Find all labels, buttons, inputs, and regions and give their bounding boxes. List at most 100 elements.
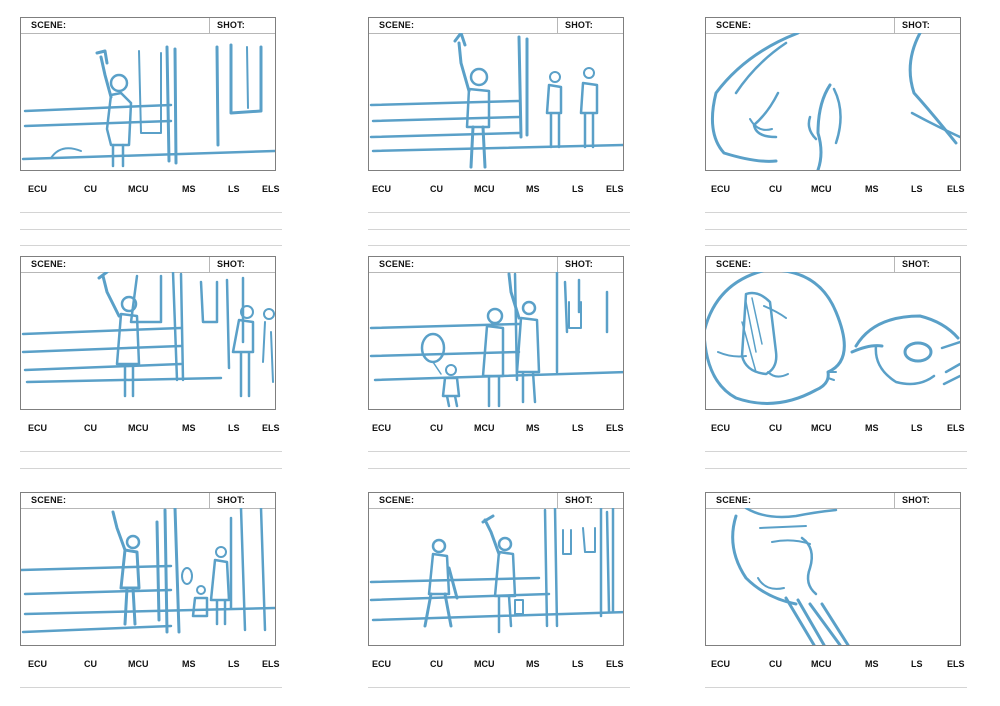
shot-size-row: ECU CU MCU MS LS ELS: [705, 184, 975, 198]
panel-header: SCENE: SHOT:: [706, 257, 960, 273]
shot-size-ecu: ECU: [28, 659, 48, 669]
sketch-head-turned-profile: [731, 508, 850, 645]
shot-label: SHOT:: [565, 495, 593, 505]
scene-label: SCENE:: [379, 20, 415, 30]
shot-size-ecu: ECU: [711, 184, 731, 194]
panel-header: SCENE: SHOT:: [21, 257, 275, 273]
shot-size-els: ELS: [606, 184, 624, 194]
shot-label: SHOT:: [217, 20, 245, 30]
header-divider: [894, 257, 895, 272]
scene-label: SCENE:: [716, 20, 752, 30]
shot-size-ms: MS: [526, 184, 540, 194]
shot-size-row: ECU CU MCU MS LS ELS: [368, 184, 638, 198]
notes-line: [368, 212, 630, 213]
shot-size-mcu: MCU: [474, 423, 495, 433]
header-divider: [209, 18, 210, 33]
shot-label: SHOT:: [902, 259, 930, 269]
scene-label: SCENE:: [31, 495, 67, 505]
shot-size-cu: CU: [84, 659, 97, 669]
shot-size-cu: CU: [430, 659, 443, 669]
shot-size-mcu: MCU: [474, 184, 495, 194]
notes-line: [368, 687, 630, 688]
shot-size-cu: CU: [430, 423, 443, 433]
scene-label: SCENE:: [31, 259, 67, 269]
panel-header: SCENE: SHOT:: [369, 18, 623, 34]
notes-line: [20, 212, 282, 213]
panel-header: SCENE: SHOT:: [706, 18, 960, 34]
sketch-two-figures-walking: [369, 508, 623, 634]
header-divider: [557, 257, 558, 272]
shot-size-ms: MS: [865, 423, 879, 433]
shot-size-ls: LS: [911, 659, 923, 669]
shot-size-ls: LS: [228, 423, 240, 433]
panel-frame: SCENE: SHOT:: [368, 492, 624, 646]
shot-size-row: ECU CU MCU MS LS ELS: [20, 423, 290, 437]
panel-header: SCENE: SHOT:: [369, 257, 623, 273]
shot-size-mcu: MCU: [128, 423, 149, 433]
panel-frame: SCENE: SHOT:: [705, 492, 961, 646]
shot-size-els: ELS: [947, 659, 965, 669]
sketch-man-waving-girl-and-child: [21, 508, 275, 634]
sketch-man-waving-at-window: [21, 43, 275, 168]
panel-header: SCENE: SHOT:: [21, 493, 275, 509]
sketch-man-waving-two-children: [369, 33, 623, 169]
shot-size-els: ELS: [262, 659, 280, 669]
notes-line: [705, 468, 967, 469]
shot-size-ecu: ECU: [372, 659, 392, 669]
shot-size-cu: CU: [769, 184, 782, 194]
shot-size-mcu: MCU: [811, 423, 832, 433]
shot-size-mcu: MCU: [128, 184, 149, 194]
shot-size-ms: MS: [865, 659, 879, 669]
shot-size-ms: MS: [526, 423, 540, 433]
sketch-man-at-window-girl-and-child: [21, 272, 275, 398]
panel-frame: SCENE: SHOT:: [705, 256, 961, 410]
notes-line: [20, 451, 282, 452]
scene-label: SCENE:: [379, 259, 415, 269]
shot-size-cu: CU: [430, 184, 443, 194]
shot-size-els: ELS: [606, 659, 624, 669]
shot-size-els: ELS: [606, 423, 624, 433]
shot-label: SHOT:: [565, 259, 593, 269]
shot-size-ms: MS: [865, 184, 879, 194]
notes-line: [368, 451, 630, 452]
shot-size-ecu: ECU: [372, 184, 392, 194]
notes-line: [705, 451, 967, 452]
header-divider: [209, 257, 210, 272]
scene-label: SCENE:: [716, 495, 752, 505]
shot-size-ecu: ECU: [711, 659, 731, 669]
shot-size-ls: LS: [572, 423, 584, 433]
header-divider: [557, 18, 558, 33]
header-divider: [557, 493, 558, 508]
panel-frame: SCENE: SHOT:: [705, 17, 961, 171]
shot-label: SHOT:: [565, 20, 593, 30]
shot-label: SHOT:: [902, 20, 930, 30]
shot-size-ms: MS: [182, 184, 196, 194]
shot-size-ecu: ECU: [372, 423, 392, 433]
shot-label: SHOT:: [217, 495, 245, 505]
shot-size-els: ELS: [947, 423, 965, 433]
scene-label: SCENE:: [379, 495, 415, 505]
notes-line: [705, 245, 967, 246]
panel-header: SCENE: SHOT:: [706, 493, 960, 509]
notes-line: [705, 229, 967, 230]
panel-frame: SCENE: SHOT:: [368, 256, 624, 410]
notes-line: [20, 229, 282, 230]
header-divider: [209, 493, 210, 508]
notes-line: [20, 245, 282, 246]
shot-size-row: ECU CU MCU MS LS ELS: [368, 423, 638, 437]
shot-size-row: ECU CU MCU MS LS ELS: [20, 184, 290, 198]
header-divider: [894, 18, 895, 33]
shot-label: SHOT:: [902, 495, 930, 505]
shot-size-ls: LS: [228, 659, 240, 669]
shot-size-ls: LS: [911, 423, 923, 433]
notes-line: [368, 229, 630, 230]
panel-header: SCENE: SHOT:: [369, 493, 623, 509]
shot-size-mcu: MCU: [128, 659, 149, 669]
shot-size-row: ECU CU MCU MS LS ELS: [20, 659, 290, 673]
shot-size-els: ELS: [262, 184, 280, 194]
shot-size-ecu: ECU: [28, 184, 48, 194]
shot-size-ls: LS: [572, 184, 584, 194]
shot-size-mcu: MCU: [474, 659, 495, 669]
scene-label: SCENE:: [31, 20, 67, 30]
shot-size-els: ELS: [262, 423, 280, 433]
